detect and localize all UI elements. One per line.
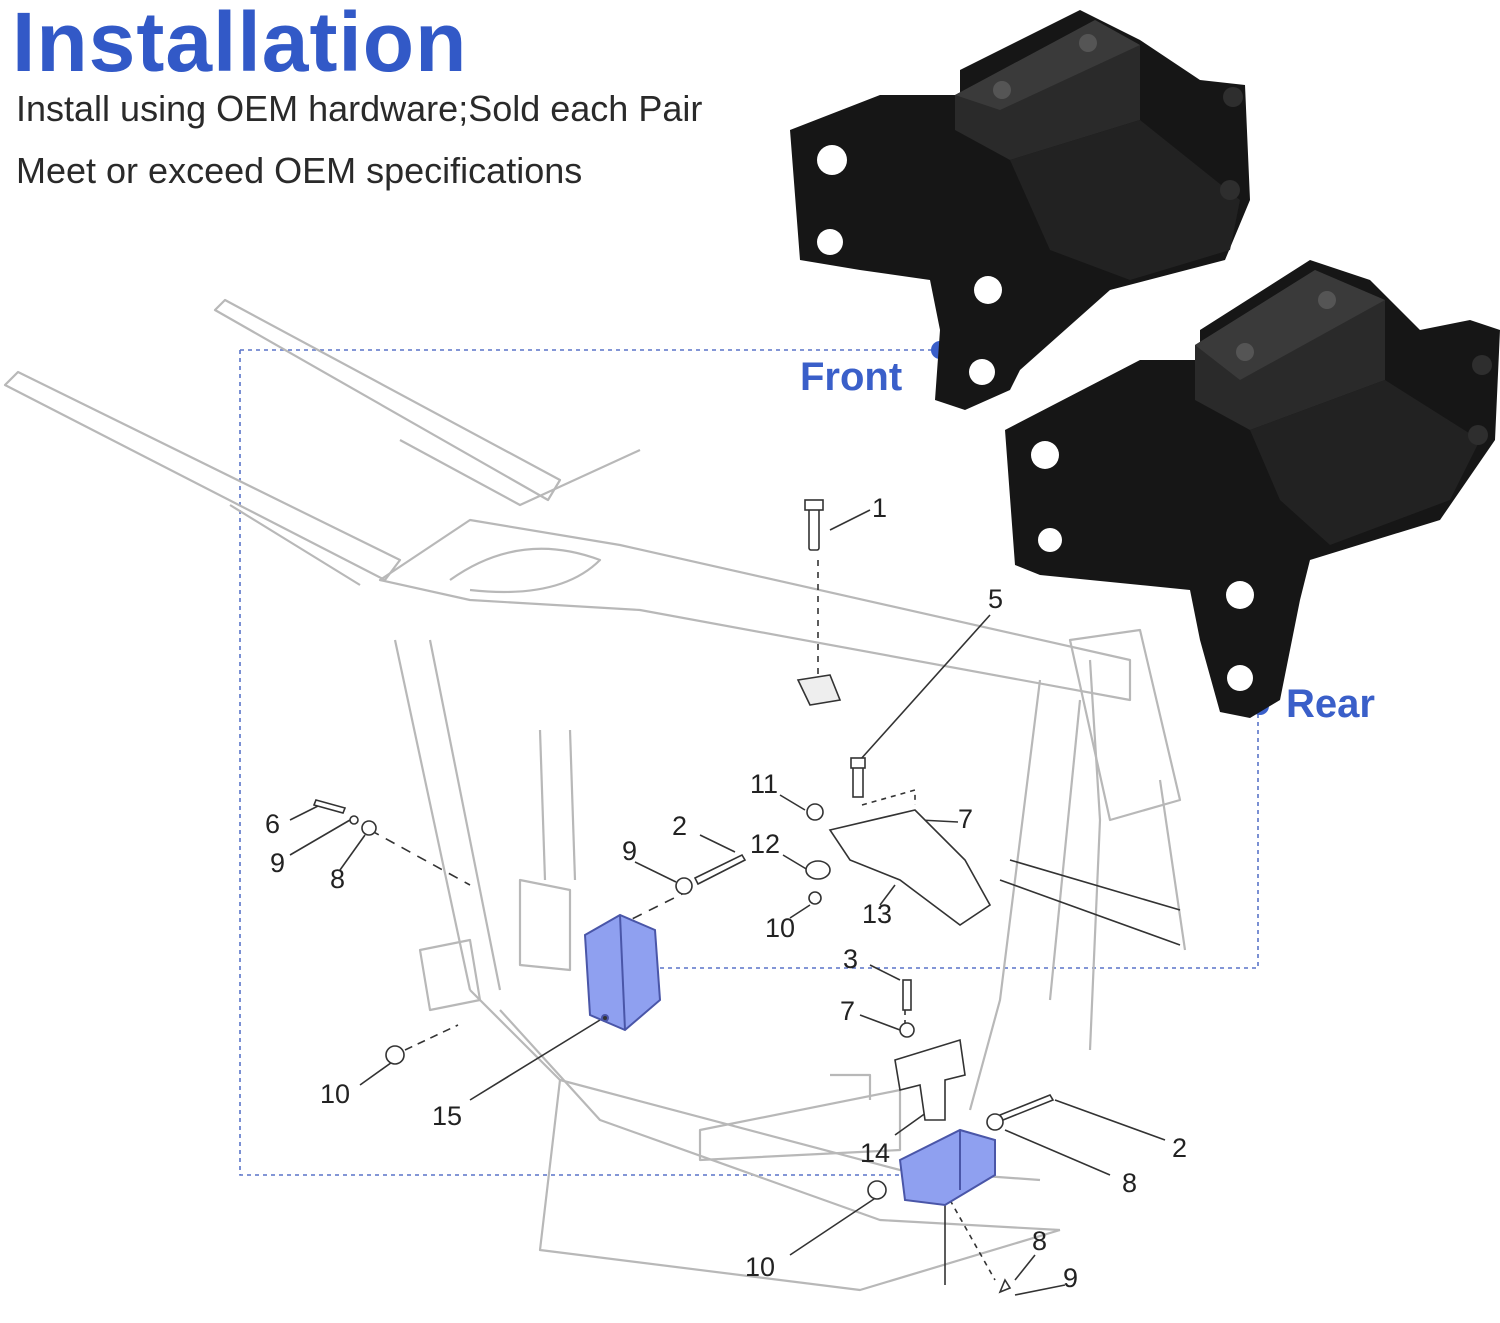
callout-2: 2 (672, 811, 687, 841)
callout-1: 1 (872, 493, 887, 523)
callout-11: 11 (750, 769, 778, 799)
motorcycle-frame (3, 298, 1187, 1292)
callout-numbers: 1 5 11 7 12 2 9 13 10 6 9 8 3 7 10 15 14… (265, 493, 1187, 1293)
callout-5: 5 (988, 584, 1003, 614)
rear-mount-highlight (898, 1128, 996, 1207)
callout-10: 10 (320, 1079, 350, 1109)
callout-9: 9 (622, 836, 637, 866)
callout-6: 6 (265, 809, 280, 839)
subtitle-hardware: Install using OEM hardware;Sold each Pai… (16, 88, 703, 129)
leader-lines (289, 509, 1181, 1296)
callout-15: 15 (432, 1101, 462, 1131)
front-label: Front (800, 355, 903, 399)
callout-8: 8 (1122, 1168, 1137, 1198)
callout-9: 9 (270, 848, 285, 878)
callout-2: 2 (1172, 1133, 1187, 1163)
callout-13: 13 (862, 899, 892, 929)
subtitle-specifications: Meet or exceed OEM specifications (16, 150, 583, 191)
callout-12: 12 (750, 829, 780, 859)
front-mount-product (790, 10, 1250, 410)
callout-8: 8 (330, 864, 345, 894)
callout-guide-lines (239, 349, 1259, 1176)
callout-3: 3 (843, 944, 858, 974)
callout-10: 10 (765, 913, 795, 943)
callout-8: 8 (1032, 1226, 1047, 1256)
hardware-parts (312, 499, 1055, 1294)
callout-7: 7 (840, 996, 855, 1026)
callout-14: 14 (860, 1138, 890, 1168)
front-mount-highlight (583, 913, 662, 1032)
rear-mount-product (1005, 260, 1500, 718)
callout-9: 9 (1063, 1263, 1078, 1293)
callout-10: 10 (745, 1252, 775, 1282)
rear-label: Rear (1286, 682, 1375, 726)
callout-7: 7 (958, 804, 973, 834)
page-title: Installation (12, 0, 468, 89)
